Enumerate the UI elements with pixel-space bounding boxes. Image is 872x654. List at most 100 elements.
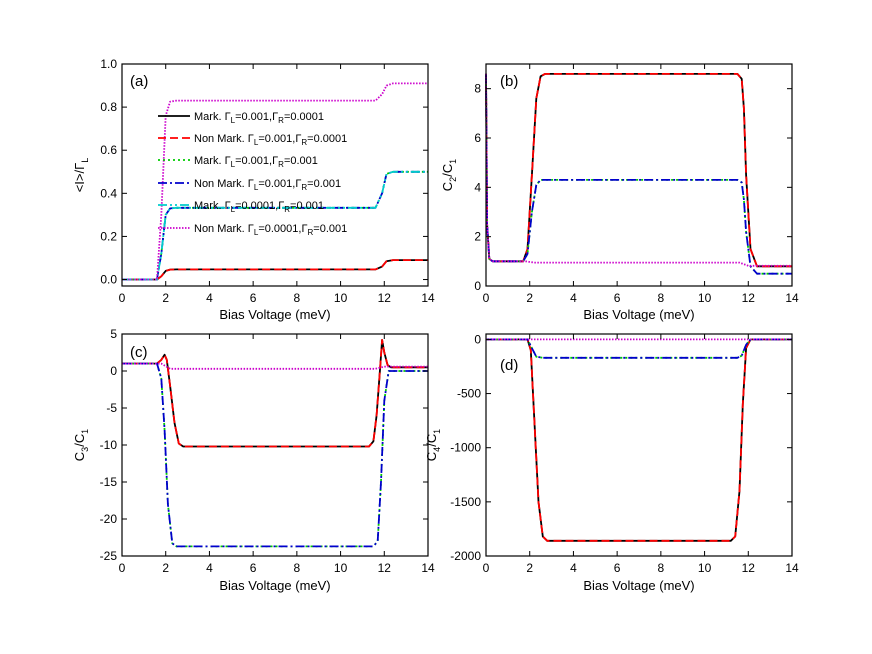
legend-text: Non Mark. ΓL=0.0001,ΓR=0.001	[194, 223, 347, 237]
x-tick-label: 4	[570, 561, 577, 575]
x-tick-label: 12	[378, 291, 392, 305]
series-line-d-3	[486, 338, 792, 359]
x-tick-label: 14	[421, 561, 435, 575]
x-tick-label: 4	[570, 291, 577, 305]
panel-a-plot-frame	[121, 63, 429, 287]
legend-entry: Mark. ΓL=0.001,ΓR=0.0001	[158, 111, 324, 125]
legend-entry: Mark. ΓL=0.001,ΓR=0.001	[158, 155, 318, 169]
legend-sub: L	[231, 160, 236, 169]
x-tick-label: 0	[119, 291, 126, 305]
ylabel-main: C	[72, 452, 87, 461]
legend-sub: R	[301, 138, 307, 147]
y-tick-label: 2	[474, 230, 481, 244]
x-tick-label: 10	[698, 291, 712, 305]
y-tick-label: -25	[100, 549, 118, 563]
x-tick-label: 6	[614, 291, 621, 305]
legend-sym: Γ	[248, 223, 254, 235]
legend-tail: =0.001	[307, 178, 341, 190]
y-tick-label: -1000	[450, 441, 481, 455]
y-tick-label: 5	[110, 327, 117, 341]
panel-c-xlabel: Bias Voltage (meV)	[219, 578, 330, 593]
panel-d-xlabel: Bias Voltage (meV)	[583, 578, 694, 593]
x-tick-label: 14	[785, 291, 799, 305]
y-tick-label: -500	[457, 387, 481, 401]
y-tick-label: 0.2	[100, 229, 117, 243]
x-tick-label: 2	[526, 561, 533, 575]
series-line-d-1	[486, 338, 792, 542]
x-tick-label: 14	[421, 291, 435, 305]
panel-d-label: (d)	[500, 357, 518, 374]
ylabel-sub: 1	[80, 429, 90, 434]
legend-sub: L	[231, 205, 236, 214]
legend-sym: Γ	[248, 133, 254, 145]
series-line-c-4	[122, 362, 428, 370]
x-tick-label: 6	[614, 561, 621, 575]
ylabel-sub: 4	[432, 447, 442, 452]
legend-word: Mark.	[194, 111, 225, 123]
x-tick-label: 10	[334, 291, 348, 305]
panel-b-plot-frame	[485, 63, 793, 287]
x-tick-label: 12	[742, 561, 756, 575]
y-tick-label: -20	[100, 512, 118, 526]
x-tick-label: 2	[162, 291, 169, 305]
ylabel-sub: 2	[448, 177, 458, 182]
series-line-a-1	[122, 259, 428, 281]
x-tick-label: 8	[658, 561, 665, 575]
legend-sym: Γ	[225, 155, 231, 167]
legend-sub: R	[301, 183, 307, 192]
y-tick-label: 0.8	[100, 100, 117, 114]
legend-sym: Γ	[272, 111, 278, 123]
legend-text: Mark. ΓL=0.001,ΓR=0.0001	[194, 111, 324, 125]
x-tick-label: 0	[119, 561, 126, 575]
legend-sub: R	[308, 228, 314, 237]
ylabel-sub: 3	[80, 447, 90, 452]
legend-mid: =0.001,	[258, 133, 295, 145]
panel-d-plot-frame	[485, 333, 793, 557]
legend-text: Non Mark. ΓL=0.001,ΓR=0.001	[194, 178, 341, 192]
ylabel-mid: /C	[424, 434, 439, 447]
legend-sym: Γ	[225, 111, 231, 123]
legend-mid: =0.001,	[258, 178, 295, 190]
panel-d-ylabel: C4/C1	[424, 429, 442, 461]
panel-c-ylabel: C3/C1	[72, 429, 90, 461]
legend-word: Mark.	[194, 155, 225, 167]
legend-sym: Γ	[225, 200, 231, 212]
legend-text: Mark. ΓL=0.001,ΓR=0.001	[194, 155, 318, 169]
panel-a-label: (a)	[130, 73, 148, 90]
legend-sub: L	[254, 228, 259, 237]
series-line-a-2	[122, 170, 428, 281]
legend-sym: Γ	[248, 178, 254, 190]
legend-tail: =0.0001	[307, 133, 347, 145]
legend-tail: =0.0001	[284, 111, 324, 123]
y-tick-label: 4	[474, 180, 481, 194]
legend-sub: R	[278, 160, 284, 169]
panel-a-series	[122, 82, 428, 281]
legend-sub: R	[284, 205, 290, 214]
x-tick-label: 8	[294, 291, 301, 305]
ylabel-main: C	[440, 182, 455, 191]
legend-word: Non Mark.	[194, 133, 248, 145]
x-tick-label: 2	[526, 291, 533, 305]
y-tick-label: 0	[110, 364, 117, 378]
x-tick-label: 2	[162, 561, 169, 575]
y-tick-label: 0	[474, 279, 481, 293]
legend-entry: Non Mark. ΓL=0.001,ΓR=0.001	[158, 178, 341, 192]
y-tick-label: 0.6	[100, 143, 117, 157]
legend-tail: =0.001	[284, 155, 318, 167]
legend-sub: L	[231, 116, 236, 125]
panel-a-ylabel: <I>/ΓL	[72, 158, 90, 193]
panel-a-xlabel: Bias Voltage (meV)	[219, 307, 330, 322]
panel-b-ylabel: C2/C1	[440, 159, 458, 191]
panel-c-series	[122, 338, 428, 548]
y-tick-label: 0.0	[100, 273, 117, 287]
legend-entry: Mark. ΓL=0.0001,ΓR=0.001	[158, 200, 324, 214]
x-tick-label: 4	[206, 291, 213, 305]
y-tick-label: 8	[474, 82, 481, 96]
y-tick-label: -15	[100, 475, 118, 489]
y-tick-label: 0	[474, 332, 481, 346]
